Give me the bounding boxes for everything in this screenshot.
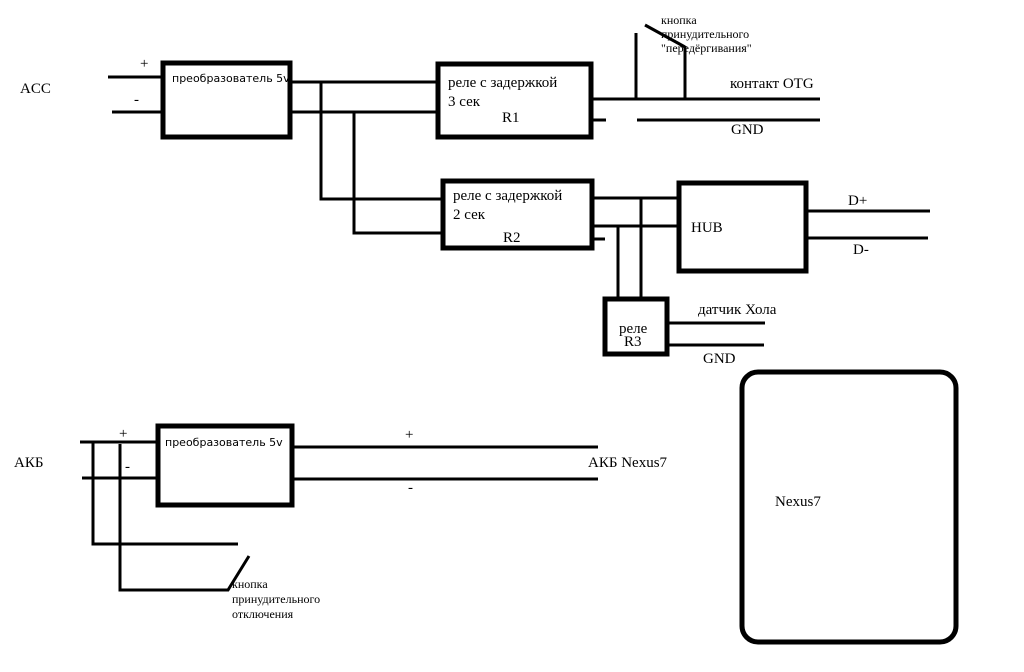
- otg-button-label-2: принудительного: [661, 27, 749, 41]
- nexus7-box: [739, 369, 959, 645]
- gnd1-label: GND: [731, 122, 764, 138]
- converter2-label: преобразователь 5v: [165, 436, 283, 449]
- gnd2-label: GND: [703, 351, 736, 367]
- d-plus-label: D+: [848, 193, 867, 209]
- off-button-wire-1: [91, 442, 238, 546]
- acc-label: ACC: [20, 81, 51, 97]
- relay-r3-box: [602, 296, 670, 357]
- otg-button-label-3: "передёргивания": [661, 41, 752, 55]
- akb-minus-label: -: [125, 459, 130, 475]
- r2-minus-feed-wire: [352, 112, 443, 235]
- off-button-label-2: принудительного: [232, 592, 320, 606]
- r2-id: R2: [503, 230, 521, 246]
- d-minus-label: D-: [853, 242, 869, 258]
- acc-plus-label: +: [140, 56, 148, 72]
- akb-plus-label: +: [119, 426, 127, 442]
- relay-r2-box: [440, 178, 595, 251]
- hub-label: HUB: [691, 220, 723, 236]
- wires: [80, 23, 930, 592]
- akb-nexus-label: АКБ Nexus7: [588, 455, 668, 471]
- otg-button-label-1: кнопка: [661, 13, 697, 27]
- akb-label: АКБ: [14, 455, 43, 471]
- acc-minus-label: -: [134, 92, 139, 108]
- r2-label-line1: реле с задержкой: [453, 188, 562, 204]
- r2-label-line2: 2 сек: [453, 207, 486, 223]
- r1-label-line1: реле с задержкой: [448, 75, 557, 91]
- converter1-box: [160, 60, 293, 140]
- converter2-box: [155, 423, 295, 508]
- off-button-label-3: отключения: [232, 607, 294, 621]
- hub-box: [676, 180, 809, 274]
- off-button-label-1: кнопка: [232, 577, 268, 591]
- r3-label: реле: [619, 321, 648, 337]
- r1-id: R1: [502, 110, 520, 126]
- relay-r1-box: [435, 61, 594, 140]
- out-plus-label: +: [405, 427, 413, 443]
- off-button-wire-2: [118, 444, 251, 592]
- otg-button-contact: [644, 23, 687, 99]
- nexus7-label: Nexus7: [775, 494, 821, 510]
- r3-id: R3: [624, 334, 642, 350]
- r1-label-line2: 3 сек: [448, 94, 481, 110]
- r2-plus-feed-wire: [319, 82, 443, 201]
- converter1-label: преобразователь 5v: [172, 72, 290, 85]
- out-minus-label: -: [408, 480, 413, 496]
- otg-contact-label: контакт OTG: [730, 76, 814, 92]
- hall-sensor-label: датчик Хола: [698, 302, 777, 318]
